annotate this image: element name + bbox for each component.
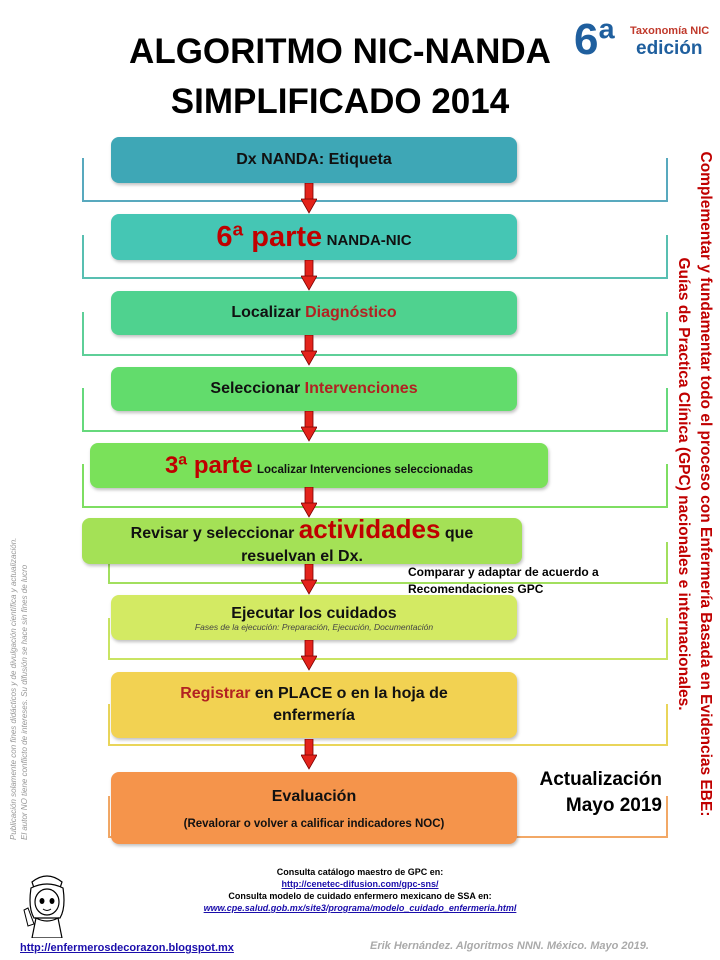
bracket-2 xyxy=(82,235,668,279)
disclaimer-line-1: Publicación solamente con fines didáctic… xyxy=(9,537,18,840)
compare-note-line-2: Recomendaciones GPC xyxy=(408,582,544,596)
step-revisar-big: actividades xyxy=(298,513,441,544)
arrow-down-icon xyxy=(301,335,317,366)
step-revisar-text2: que xyxy=(444,524,474,542)
links-block: Consulta catálogo maestro de GPC en: htt… xyxy=(140,866,580,914)
ssa-label: Consulta modelo de cuidado enfermero mex… xyxy=(228,891,492,901)
step-revisar-text1: Revisar y seleccionar xyxy=(130,524,295,542)
arrow-down-icon xyxy=(301,487,317,518)
disclaimer: Publicación solamente con fines didáctic… xyxy=(8,510,48,840)
update-note: Actualización Mayo 2019 xyxy=(500,767,662,819)
step-seleccionar-red: Intervenciones xyxy=(304,380,418,397)
step-ejecutar-text: Ejecutar los cuidados xyxy=(231,604,397,622)
step-registrar-red: Registrar xyxy=(180,685,251,702)
disclaimer-line-2: El autor NO tiene conflicto de intereses… xyxy=(20,564,29,840)
bracket-8 xyxy=(108,704,668,746)
gpc-link[interactable]: http://cenetec-difusion.com/gpc-sns/ xyxy=(281,879,439,889)
side-text: Complementar y fundamentar todo el proce… xyxy=(668,94,720,874)
title-line-2: SIMPLIFICADO 2014 xyxy=(170,82,510,121)
update-note-line-2: Mayo 2019 xyxy=(565,795,662,816)
step-registrar-text2: enfermería xyxy=(273,707,355,724)
blog-link[interactable]: http://enfermerosdecorazon.blogspot.mx xyxy=(20,942,234,954)
bracket-7 xyxy=(108,618,668,660)
footer-credit: Erik Hernández. Algoritmos NNN. México. … xyxy=(370,940,649,952)
step-registrar: Registrar en PLACE o en la hoja de enfer… xyxy=(111,672,517,738)
step-evaluacion: Evaluación (Revalorar o volver a calific… xyxy=(111,772,517,844)
step-ejecutar-sub: Fases de la ejecución: Preparación, Ejec… xyxy=(194,621,434,632)
step-evaluacion-sub: (Revalorar o volver a calificar indicado… xyxy=(183,818,445,830)
bracket-3 xyxy=(82,312,668,356)
step-tercera-parte: 3ª parte Localizar Intervenciones selecc… xyxy=(90,443,548,488)
step-seleccionar-intervenciones: Seleccionar Intervenciones xyxy=(111,367,517,411)
step-dx-nanda-text: Dx NANDA: Etiqueta xyxy=(236,151,392,168)
arrow-down-icon xyxy=(301,564,317,595)
step-dx-nanda: Dx NANDA: Etiqueta xyxy=(111,137,517,183)
arrow-down-icon xyxy=(301,183,317,214)
arrow-down-icon xyxy=(301,739,317,770)
step-tercera-parte-big: 3ª parte xyxy=(164,451,253,479)
compare-note-line-1: Comparar y adaptar de acuerdo a xyxy=(408,565,599,579)
step-revisar-actividades: Revisar y seleccionar actividades que re… xyxy=(82,516,522,565)
ssa-link[interactable]: www.cpe.salud.gob.mx/site3/programa/mode… xyxy=(203,903,517,913)
bracket-5 xyxy=(82,464,668,508)
update-note-line-1: Actualización xyxy=(539,769,662,790)
compare-note: Comparar y adaptar de acuerdo a Recomend… xyxy=(408,564,599,598)
step-sexta-parte: 6ª parte NANDA-NIC xyxy=(111,214,517,260)
step-revisar-text3: resuelvan el Dx. xyxy=(241,547,363,565)
edition-word: edición xyxy=(636,38,703,59)
bracket-1 xyxy=(82,158,668,202)
step-tercera-parte-text: Localizar Intervenciones seleccionadas xyxy=(257,463,474,476)
step-ejecutar-cuidados: Ejecutar los cuidados Fases de la ejecuc… xyxy=(111,595,517,640)
edition-number: 6ª xyxy=(574,15,615,64)
gpc-label: Consulta catálogo maestro de GPC en: xyxy=(276,867,444,877)
title-line-1: ALGORITMO NIC-NANDA xyxy=(129,32,551,71)
step-localizar-diagnostico: Localizar Diagnóstico xyxy=(111,291,517,335)
arrow-down-icon xyxy=(301,260,317,291)
side-text-line-2: Guías de Practica Clínica (GPC) nacional… xyxy=(675,257,692,711)
edition-taxonomy: Taxonomía NIC xyxy=(630,25,710,37)
arrow-down-icon xyxy=(301,411,317,442)
arrow-down-icon xyxy=(301,640,317,671)
side-text-line-1: Complementar y fundamentar todo el proce… xyxy=(697,151,714,817)
step-sexta-parte-big: 6ª parte xyxy=(216,220,323,253)
step-localizar-red: Diagnóstico xyxy=(305,304,397,321)
step-localizar-text: Localizar xyxy=(231,304,301,321)
step-registrar-text: en PLACE o en la hoja de xyxy=(254,685,448,702)
step-seleccionar-text: Seleccionar xyxy=(210,380,301,397)
nurse-illustration-icon xyxy=(18,868,76,939)
bracket-4 xyxy=(82,388,668,432)
footer-blog: http://enfermerosdecorazon.blogspot.mx xyxy=(20,942,234,954)
step-evaluacion-text: Evaluación xyxy=(271,788,357,805)
step-sexta-parte-text: NANDA-NIC xyxy=(326,231,412,249)
